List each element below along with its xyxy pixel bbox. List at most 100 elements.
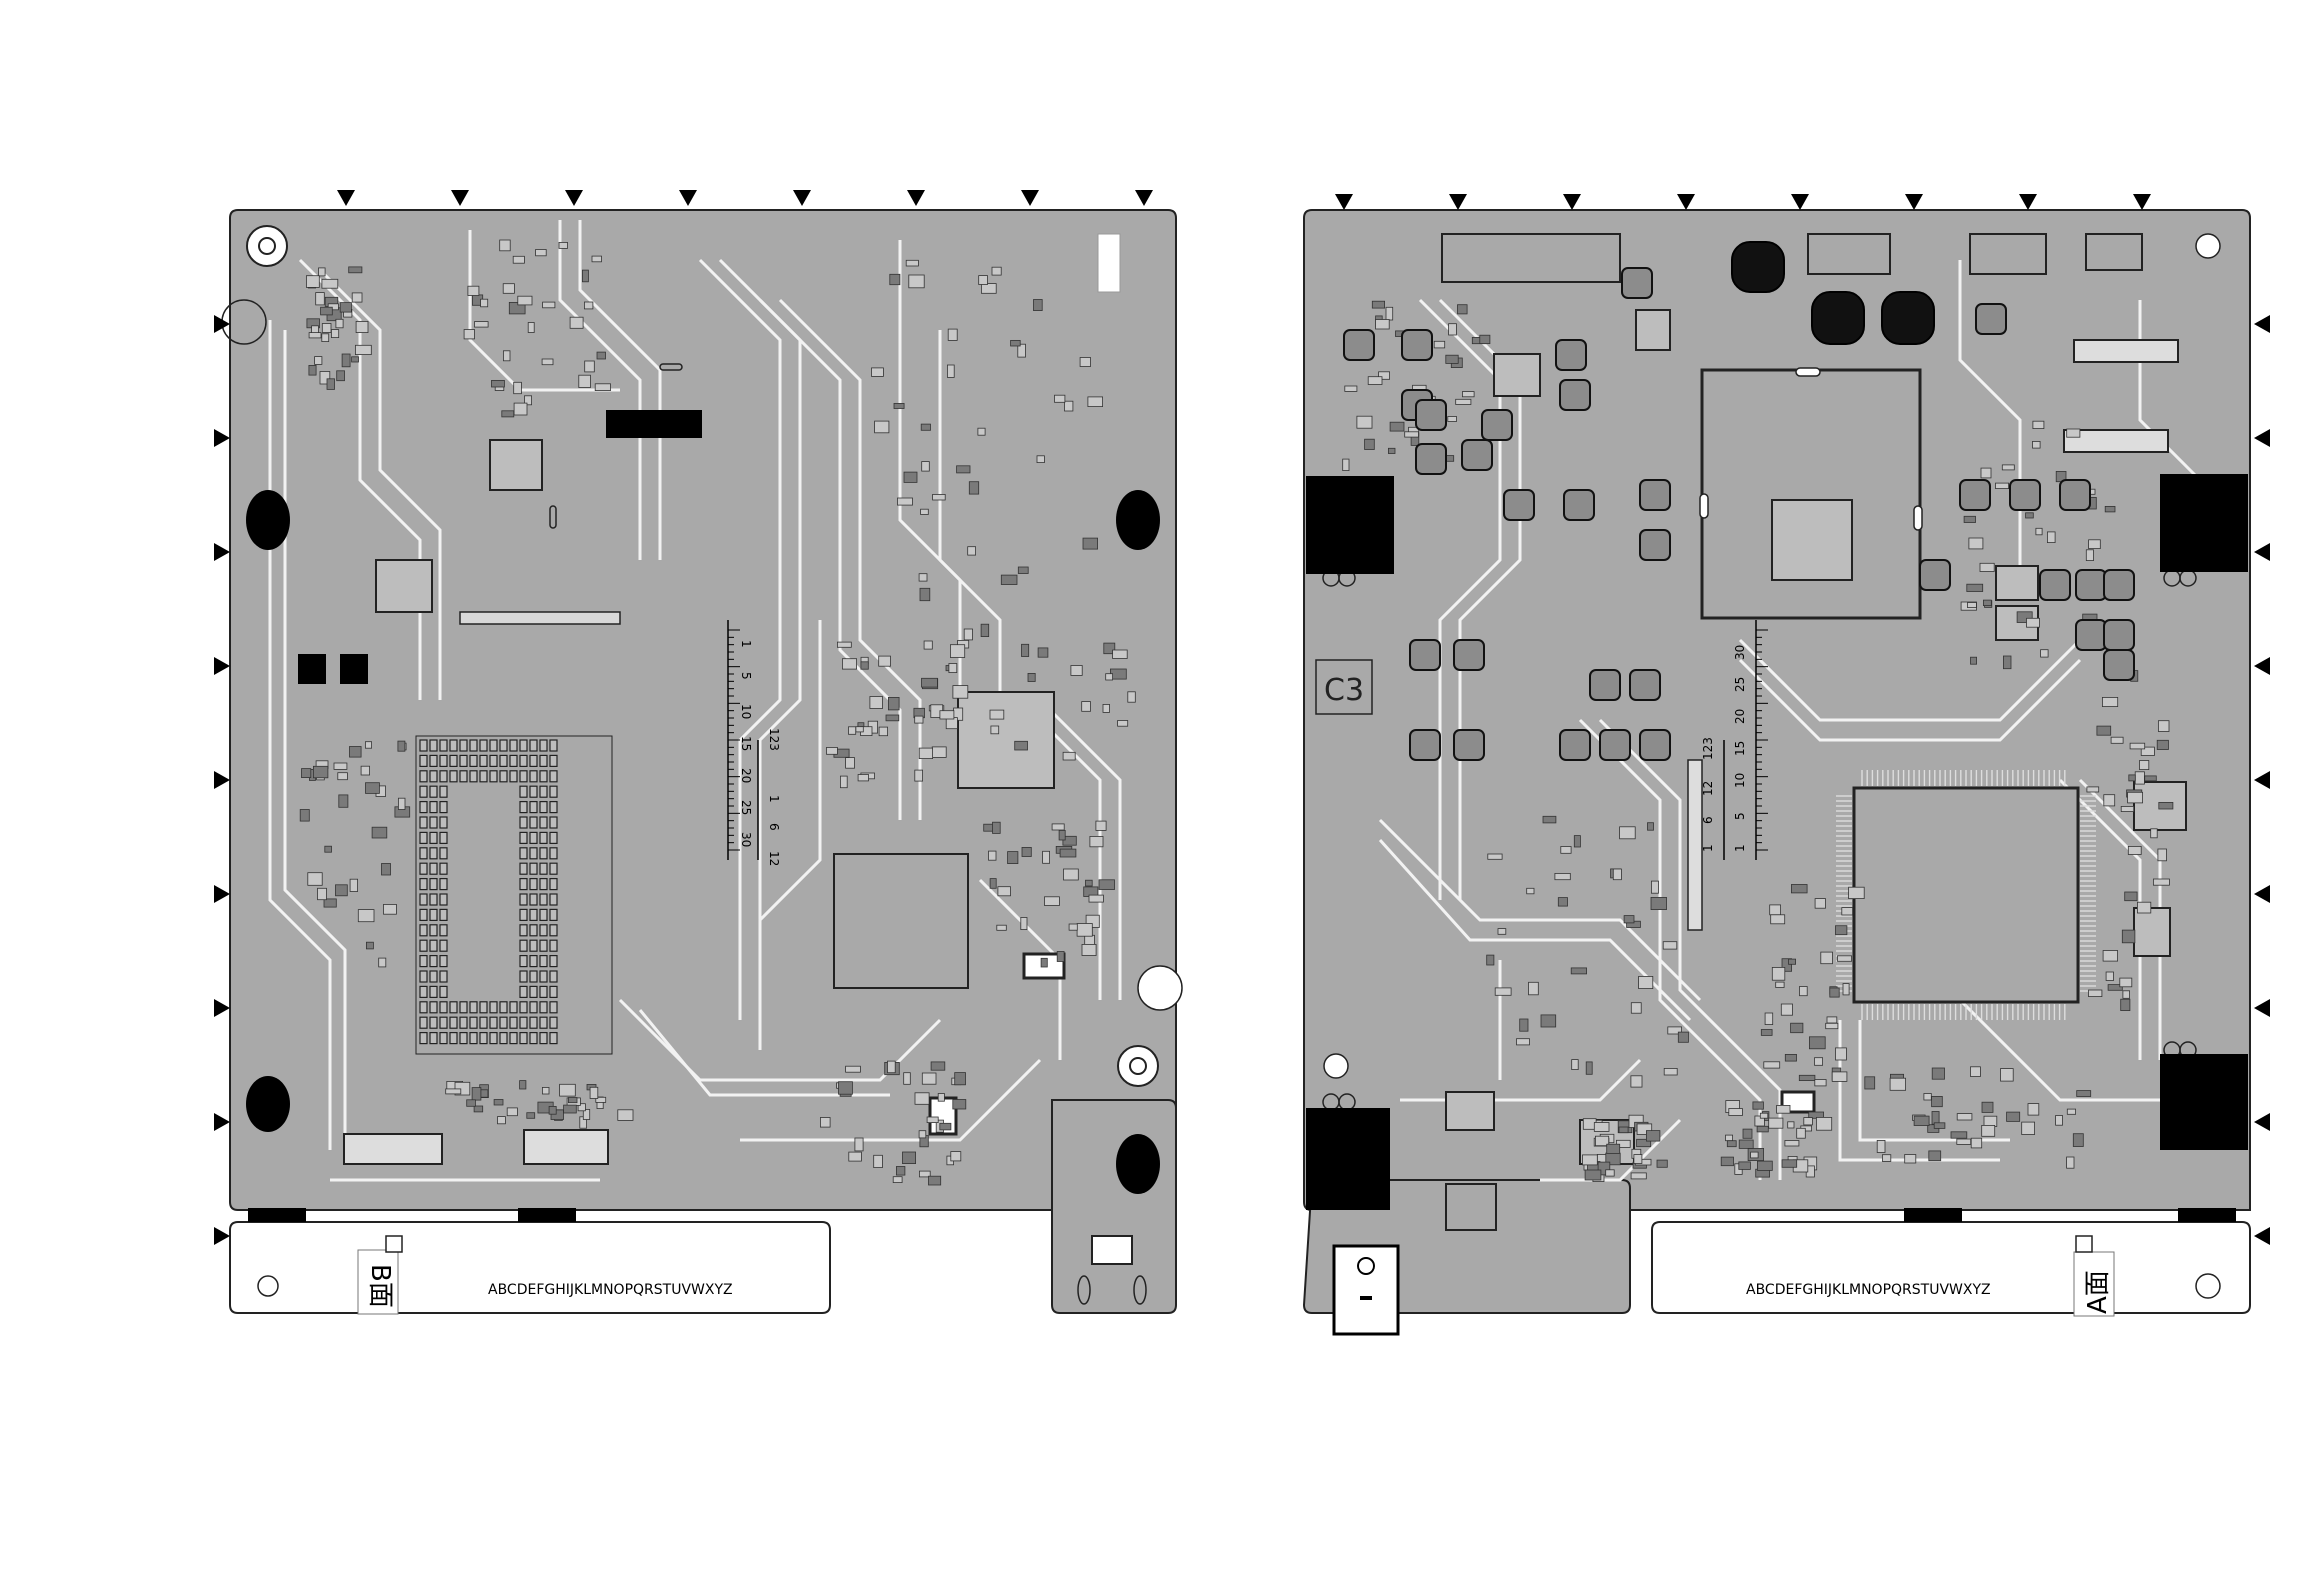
smd-part — [366, 783, 380, 794]
smd-part — [528, 323, 534, 333]
smd-part — [2089, 540, 2101, 549]
bga-ball — [420, 848, 427, 859]
bga-ball — [550, 1033, 557, 1044]
board-a-ruler-small-label: 123 — [1701, 737, 1715, 760]
smd-part — [1088, 397, 1103, 407]
smd-part — [464, 330, 474, 339]
smd-part — [1517, 1039, 1530, 1045]
smd-part — [1791, 885, 1807, 893]
bga-ball — [420, 771, 427, 782]
smd-part — [338, 773, 348, 780]
bga-ball — [510, 1033, 517, 1044]
smd-part — [1083, 538, 1098, 549]
smd-part — [909, 275, 924, 288]
smd-part — [1983, 600, 1991, 606]
smd-part — [1657, 1160, 1667, 1167]
smd-part — [903, 1152, 916, 1164]
board-a-ic — [1494, 354, 1540, 396]
bga-ball — [530, 817, 537, 828]
smd-part — [2158, 849, 2167, 861]
bga-ball — [470, 1017, 477, 1028]
bga-ball — [540, 1033, 547, 1044]
smd-part — [365, 742, 371, 749]
smd-part — [322, 324, 331, 333]
board-a-corner-label: C3 — [1324, 673, 1364, 708]
smd-part — [549, 1106, 556, 1114]
bga-ball — [550, 956, 557, 967]
board-b-ic — [376, 560, 432, 612]
alignment-marker — [451, 190, 469, 206]
smd-part — [2102, 697, 2117, 706]
bga-ball — [540, 817, 547, 828]
board-b-black-component — [340, 654, 368, 684]
smd-part — [355, 345, 371, 354]
smd-part — [309, 365, 316, 375]
smd-part — [1826, 1023, 1838, 1028]
smd-part — [618, 1110, 633, 1121]
bga-ball — [520, 909, 527, 920]
smd-part — [2104, 795, 2115, 806]
board-a-ground-pad — [1306, 476, 1394, 574]
smd-part — [2077, 1091, 2091, 1097]
smd-part — [1113, 650, 1128, 659]
bga-ball — [520, 755, 527, 766]
board-a-audio-jack — [1334, 1246, 1398, 1334]
bga-ball — [420, 786, 427, 797]
smd-part — [919, 1131, 926, 1138]
smd-part — [1620, 827, 1636, 839]
smd-part — [542, 359, 553, 365]
bga-ball — [420, 909, 427, 920]
smd-part — [870, 697, 883, 709]
smd-part — [498, 1117, 506, 1124]
smd-part — [2145, 776, 2157, 781]
smd-part — [350, 879, 358, 891]
bga-ball — [530, 940, 537, 951]
smd-part — [503, 284, 514, 294]
bga-ball — [520, 894, 527, 905]
smd-part — [906, 260, 918, 266]
bga-ball — [530, 986, 537, 997]
smd-part — [340, 303, 351, 313]
alignment-marker — [793, 190, 811, 206]
smd-part — [1529, 982, 1539, 995]
alignment-marker — [2254, 543, 2270, 561]
smd-part — [1574, 836, 1580, 847]
smd-part — [579, 375, 591, 387]
smd-part — [398, 798, 405, 809]
smd-part — [1882, 1155, 1890, 1162]
alignment-marker — [1791, 194, 1809, 210]
smd-part — [1038, 648, 1048, 657]
bga-ball — [440, 802, 447, 813]
smd-part — [2028, 1104, 2039, 1116]
smd-part — [339, 795, 348, 807]
alignment-marker — [337, 190, 355, 206]
bga-ball — [520, 925, 527, 936]
board-a-black-component — [1904, 1208, 1962, 1222]
ruler-label: 25 — [739, 800, 753, 815]
bga-ball — [430, 925, 437, 936]
alignment-marker — [1021, 190, 1039, 206]
board-a-inductor — [1732, 242, 1784, 292]
smd-part — [1065, 401, 1073, 411]
smd-part — [2137, 902, 2150, 913]
smd-part — [886, 715, 899, 721]
bga-ball — [520, 971, 527, 982]
smd-part — [1791, 1023, 1803, 1032]
bga-ball — [550, 909, 557, 920]
bga-ball — [530, 956, 537, 967]
alignment-marker — [2133, 194, 2151, 210]
capacitor — [1976, 304, 2006, 334]
bga-ball — [530, 1002, 537, 1013]
board-b-connector — [460, 612, 620, 624]
board-a-ic — [1772, 500, 1852, 580]
smd-part — [1022, 847, 1031, 856]
bga-ball — [510, 740, 517, 751]
bga-ball — [420, 1033, 427, 1044]
alignment-marker — [2254, 429, 2270, 447]
smd-part — [2140, 761, 2149, 770]
bga-ball — [440, 925, 447, 936]
smd-part — [1448, 417, 1457, 422]
smd-part — [1757, 1161, 1772, 1170]
bga-ball — [520, 863, 527, 874]
smd-part — [356, 321, 368, 332]
